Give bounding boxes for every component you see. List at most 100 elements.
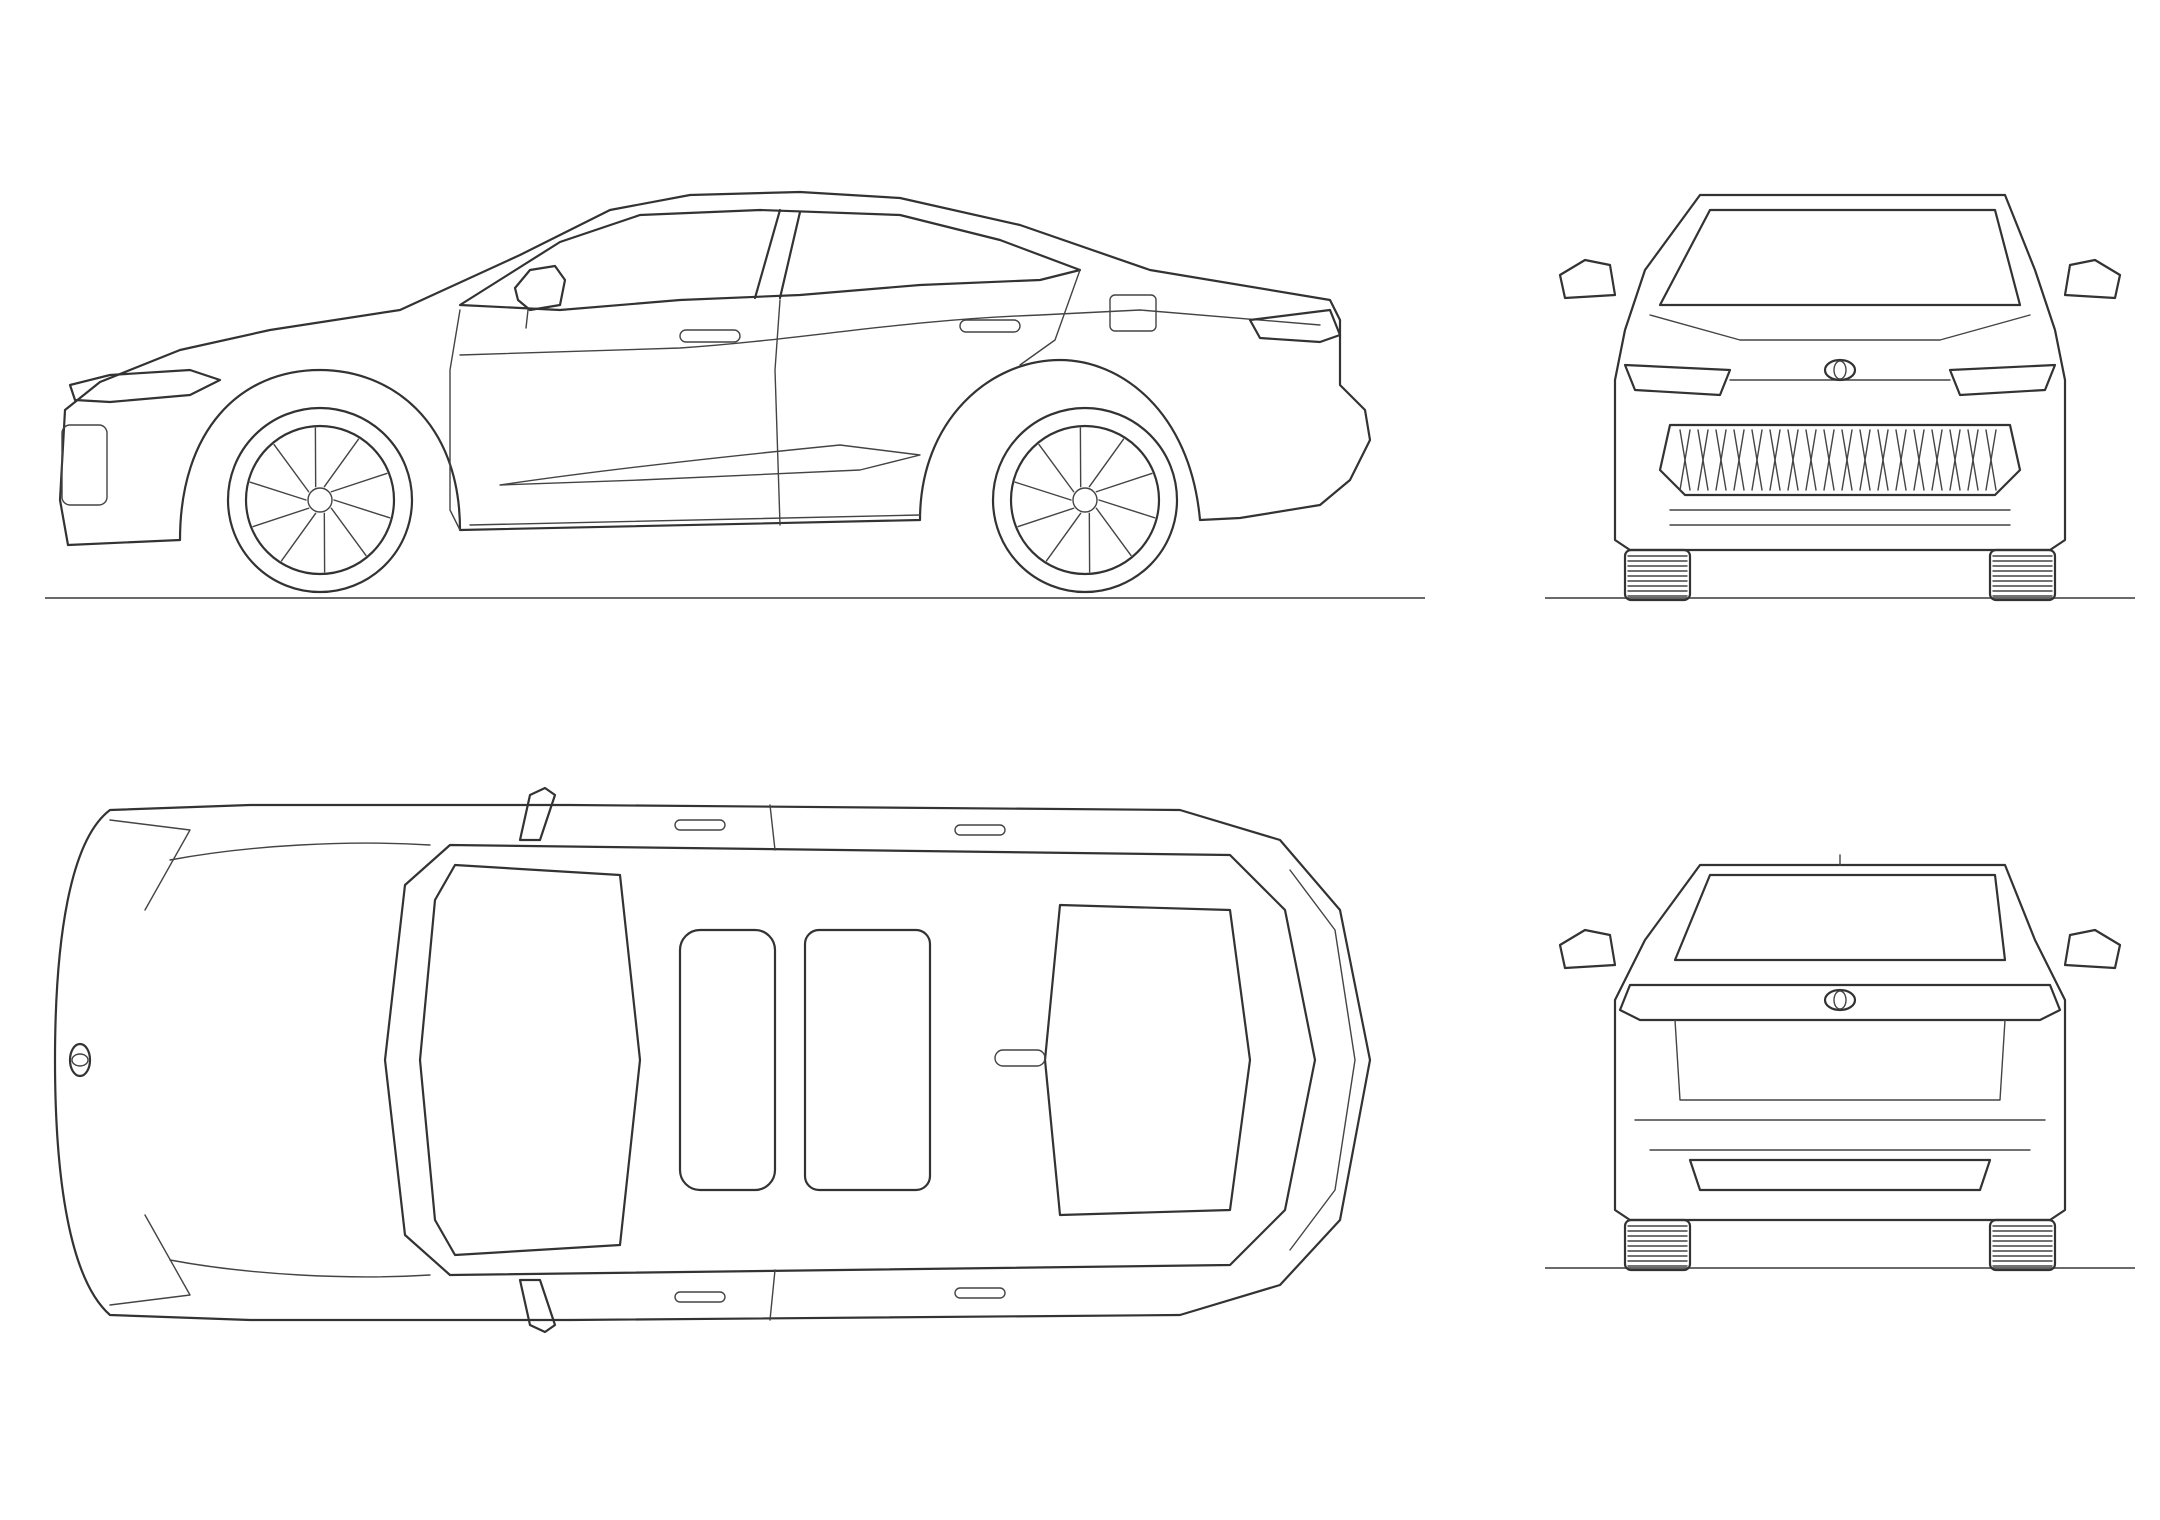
side-wheel-rear bbox=[991, 406, 1179, 594]
front-mirror-left bbox=[1558, 258, 1617, 300]
rear-brand-emblem-icon bbox=[1823, 988, 1857, 1012]
grille-mesh-line bbox=[1913, 429, 1925, 491]
front-view bbox=[1540, 180, 2140, 610]
side-door-rear bbox=[1019, 269, 1081, 366]
rear-window bbox=[1673, 873, 2007, 962]
side-grille bbox=[61, 424, 108, 506]
top-hood-line-lower bbox=[169, 1259, 431, 1278]
top-greenhouse bbox=[383, 843, 1317, 1277]
top-rear-deck bbox=[1289, 869, 1356, 1251]
side-b-pillar bbox=[753, 208, 782, 300]
wheel-spoke bbox=[330, 472, 388, 493]
wheel-spoke bbox=[323, 438, 360, 488]
front-headlight-right bbox=[1948, 363, 2057, 397]
top-handle-2 bbox=[954, 824, 1006, 836]
grille-mesh-line bbox=[1805, 429, 1817, 491]
side-door-split bbox=[774, 299, 781, 526]
front-windshield bbox=[1658, 208, 2022, 307]
wheel-spoke bbox=[1017, 507, 1075, 528]
grille-mesh-line bbox=[1751, 429, 1763, 491]
front-headlight-left bbox=[1623, 363, 1732, 397]
wheel-spoke bbox=[1098, 499, 1156, 519]
rear-bumper-line bbox=[1634, 1119, 2046, 1151]
car-side-view-drawing bbox=[45, 190, 1425, 599]
side-view bbox=[40, 170, 1430, 610]
grille-mesh-line bbox=[1949, 429, 1961, 491]
side-window-outline bbox=[458, 208, 1082, 312]
top-shark-fin-antenna bbox=[994, 1049, 1046, 1067]
grille-mesh-line bbox=[1841, 429, 1853, 491]
top-mirror-upper bbox=[518, 786, 557, 842]
grille-mesh-line bbox=[1787, 429, 1799, 491]
car-top-view-drawing bbox=[53, 786, 1372, 1334]
top-handle-1 bbox=[674, 819, 726, 831]
front-lower-intake bbox=[1669, 509, 2011, 526]
wheel-spoke bbox=[1014, 481, 1072, 501]
wheel-spoke bbox=[1045, 512, 1082, 562]
wheel-spoke bbox=[330, 507, 367, 557]
side-lower-crease bbox=[499, 444, 921, 486]
top-body-outline bbox=[53, 803, 1372, 1322]
top-door-split-lower bbox=[769, 1269, 776, 1321]
wheel-spoke bbox=[252, 507, 310, 528]
rear-mirror-left bbox=[1558, 928, 1617, 970]
side-mirror bbox=[513, 264, 567, 312]
wheel-spoke bbox=[273, 443, 310, 493]
top-fender-right bbox=[109, 1214, 191, 1306]
top-handle-3 bbox=[674, 1291, 726, 1303]
grille-mesh-line bbox=[1877, 429, 1889, 491]
grille-mesh-line bbox=[1931, 429, 1943, 491]
top-hood-line-upper bbox=[169, 842, 431, 861]
side-door-handle-rear bbox=[959, 319, 1021, 333]
front-mirror-right bbox=[2063, 258, 2122, 300]
wheel-spoke bbox=[1088, 438, 1125, 488]
rear-tail-light-bar bbox=[1618, 983, 2062, 1022]
rear-tyre-left bbox=[1623, 1218, 1692, 1272]
top-door-split-upper bbox=[769, 804, 776, 851]
rear-diffuser bbox=[1688, 1158, 1992, 1192]
side-character-line bbox=[459, 309, 1321, 356]
front-tyre-right bbox=[1988, 548, 2057, 602]
top-mirror-lower bbox=[518, 1278, 557, 1334]
side-rocker bbox=[469, 514, 921, 526]
rear-tyre-right bbox=[1988, 1218, 2057, 1272]
top-windshield bbox=[418, 863, 642, 1257]
grille-mesh-line bbox=[1895, 429, 1907, 491]
side-headlight bbox=[68, 368, 222, 404]
grille-mesh-line bbox=[1859, 429, 1871, 491]
grille-mesh-line bbox=[1715, 429, 1727, 491]
top-view bbox=[50, 780, 1390, 1350]
grille-mesh-line bbox=[1697, 429, 1709, 491]
top-brand-emblem-icon bbox=[68, 1042, 92, 1078]
top-fender-left bbox=[109, 819, 191, 911]
grille-mesh-line bbox=[1823, 429, 1835, 491]
top-sunroof-front bbox=[678, 928, 777, 1192]
side-door-handle-front bbox=[679, 329, 741, 343]
rear-body-outline bbox=[1613, 863, 2067, 1222]
side-taillight bbox=[1248, 308, 1342, 344]
front-tyre-left bbox=[1623, 548, 1692, 602]
wheel-spoke bbox=[1038, 443, 1075, 493]
front-grille bbox=[1658, 423, 2022, 497]
wheel-spoke bbox=[1095, 507, 1132, 557]
front-hood-line bbox=[1649, 314, 2031, 341]
wheel-spoke bbox=[280, 512, 317, 562]
top-sunroof-rear bbox=[803, 928, 932, 1192]
rear-mirror-right bbox=[2063, 928, 2122, 970]
side-body-outline bbox=[58, 190, 1372, 547]
wheel-spoke bbox=[333, 499, 391, 519]
rear-view bbox=[1540, 850, 2140, 1280]
side-mirror-stalk bbox=[525, 309, 529, 329]
side-b-pillar-2 bbox=[778, 210, 802, 300]
front-body-outline bbox=[1613, 193, 2067, 552]
car-front-view-drawing bbox=[1545, 193, 2135, 602]
rear-trunk-lid bbox=[1674, 1019, 2006, 1101]
side-door-front bbox=[449, 309, 461, 531]
top-rear-window bbox=[1043, 903, 1252, 1217]
grille-mesh-line bbox=[1769, 429, 1781, 491]
grille-mesh-line bbox=[1679, 429, 1691, 491]
grille-mesh-line bbox=[1733, 429, 1745, 491]
wheel-spoke bbox=[1095, 472, 1153, 493]
side-charge-port bbox=[1109, 294, 1157, 332]
top-handle-4 bbox=[954, 1287, 1006, 1299]
